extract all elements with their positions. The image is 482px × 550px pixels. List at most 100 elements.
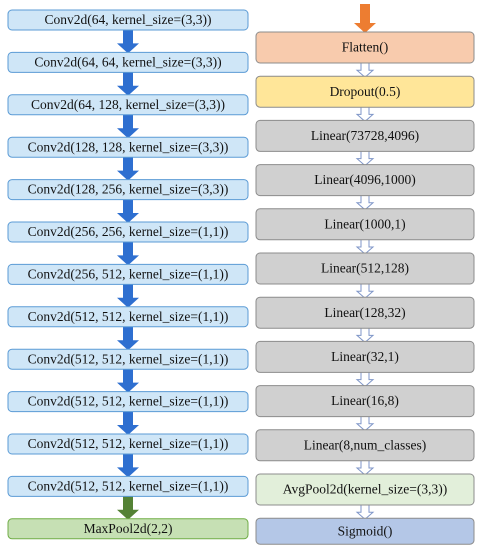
conv-layer-box: [7, 306, 249, 328]
down-arrow-icon: [117, 283, 139, 308]
dense-layer: Linear(32,1): [255, 340, 475, 373]
dense-layer: Linear(512,128): [255, 252, 475, 285]
hollow-down-arrow-icon: [355, 61, 375, 78]
conv-layer: Conv2d(128, 256, kernel_size=(3,3)): [7, 179, 249, 201]
conv-layer: Conv2d(256, 256, kernel_size=(1,1)): [7, 221, 249, 243]
dense-layer-label: Linear(512,128): [321, 261, 409, 276]
down-arrow-icon: [117, 325, 139, 351]
dense-layer-box: [255, 75, 475, 108]
maxpool-layer: MaxPool2d(2,2): [7, 518, 249, 540]
hollow-down-arrow-icon: [355, 105, 375, 123]
down-arrow-icon: [117, 198, 139, 223]
input-arrow-icon: [354, 4, 376, 33]
conv-layer-box: [7, 51, 249, 73]
down-arrow-icon: [117, 410, 139, 435]
hollow-down-arrow-icon: [355, 370, 375, 388]
dense-layer: Linear(1000,1): [255, 208, 475, 241]
conv-layer-label: Conv2d(256, 512, kernel_size=(1,1)): [28, 266, 229, 281]
conv-layer-box: [7, 179, 249, 201]
dense-layer-box: [255, 340, 475, 373]
conv-layer-box: [7, 9, 249, 31]
dense-layer: Dropout(0.5): [255, 75, 475, 108]
conv-layer-label: Conv2d(512, 512, kernel_size=(1,1)): [28, 351, 229, 366]
conv-layer-label: Conv2d(64, kernel_size=(3,3)): [45, 12, 212, 27]
dense-layer-box: [255, 31, 475, 64]
conv-layer-box: [7, 391, 249, 413]
maxpool-layer-box: [7, 518, 249, 540]
conv-layer-label: Conv2d(64, 128, kernel_size=(3,3)): [31, 97, 225, 112]
conv-layer: Conv2d(64, 64, kernel_size=(3,3)): [7, 51, 249, 73]
dense-layer-box: [255, 252, 475, 285]
down-arrow-icon: [117, 368, 139, 393]
dense-layer: Linear(4096,1000): [255, 164, 475, 197]
hollow-down-arrow-icon: [355, 238, 375, 255]
conv-layer: Conv2d(512, 512, kernel_size=(1,1)): [7, 306, 249, 328]
dense-layer: AvgPool2d(kernel_size=(3,3)): [255, 473, 475, 506]
hollow-down-arrow-icon: [355, 149, 375, 167]
conv-layer-box: [7, 348, 249, 370]
boxes-layer: Conv2d(64, kernel_size=(3,3)) Conv2d(64, …: [7, 9, 475, 545]
dense-layer-label: Linear(73728,4096): [311, 128, 419, 143]
conv-layer: Conv2d(512, 512, kernel_size=(1,1)): [7, 348, 249, 370]
dense-layer-box: [255, 119, 475, 152]
conv-layer: Conv2d(128, 128, kernel_size=(3,3)): [7, 136, 249, 158]
down-arrow-icon: [117, 453, 139, 478]
conv-layer-box: [7, 94, 249, 116]
conv-layer: Conv2d(256, 512, kernel_size=(1,1)): [7, 263, 249, 285]
dense-layer-label: Linear(32,1): [331, 349, 399, 364]
hollow-down-arrow-icon: [355, 459, 375, 476]
dense-layer: Sigmoid(): [255, 517, 475, 545]
conv-layer-box: [7, 136, 249, 158]
maxpool-layer-label: MaxPool2d(2,2): [84, 521, 173, 536]
conv-layer-label: Conv2d(512, 512, kernel_size=(1,1)): [28, 436, 229, 451]
hollow-down-arrow-icon: [355, 326, 375, 344]
conv-layer-box: [7, 433, 249, 455]
dense-layer-label: Dropout(0.5): [330, 84, 401, 99]
down-arrow-icon: [117, 156, 139, 181]
dense-layer-box: [255, 208, 475, 241]
dense-layer: Flatten(): [255, 31, 475, 64]
conv-layer-label: Conv2d(128, 256, kernel_size=(3,3)): [28, 182, 229, 197]
dense-layer-label: Sigmoid(): [338, 523, 393, 538]
hollow-down-arrow-icon: [355, 415, 375, 432]
down-arrow-icon: [117, 29, 139, 54]
dense-layer-box: [255, 296, 475, 329]
conv-layer-label: Conv2d(128, 128, kernel_size=(3,3)): [28, 139, 229, 154]
dense-layer: Linear(73728,4096): [255, 119, 475, 152]
conv-layer-label: Conv2d(512, 512, kernel_size=(1,1)): [28, 309, 229, 324]
dense-layer: Linear(8,num_classes): [255, 429, 475, 462]
dense-layer-box: [255, 473, 475, 506]
down-arrow-icon: [117, 241, 139, 266]
dense-layer-label: Linear(4096,1000): [314, 172, 416, 187]
conv-layer: Conv2d(512, 512, kernel_size=(1,1)): [7, 391, 249, 413]
down-arrow-icon: [117, 495, 139, 520]
dense-layer-label: Linear(1000,1): [324, 216, 405, 231]
hollow-down-arrow-icon: [355, 282, 375, 299]
conv-layer-label: Conv2d(512, 512, kernel_size=(1,1)): [28, 478, 229, 493]
dense-layer: Linear(16,8): [255, 385, 475, 418]
dense-layer-box: [255, 429, 475, 462]
down-arrow-icon: [117, 71, 139, 96]
dense-layer-label: Flatten(): [342, 40, 389, 55]
dense-layer-box: [255, 385, 475, 418]
hollow-down-arrow-icon: [355, 503, 375, 520]
conv-layer-box: [7, 475, 249, 497]
conv-layer: Conv2d(512, 512, kernel_size=(1,1)): [7, 433, 249, 455]
hollow-down-arrow-icon: [355, 194, 375, 211]
conv-layer-box: [7, 263, 249, 285]
conv-layer-label: Conv2d(256, 256, kernel_size=(1,1)): [28, 224, 229, 239]
conv-layer: Conv2d(64, 128, kernel_size=(3,3)): [7, 94, 249, 116]
down-arrow-icon: [117, 113, 139, 139]
dense-layer: Linear(128,32): [255, 296, 475, 329]
dense-layer-label: Linear(8,num_classes): [304, 437, 427, 452]
conv-layer: Conv2d(512, 512, kernel_size=(1,1)): [7, 475, 249, 497]
conv-layer-box: [7, 221, 249, 243]
dense-layer-box: [255, 517, 475, 545]
dense-layer-label: Linear(16,8): [331, 393, 399, 408]
dense-layer-box: [255, 164, 475, 197]
dense-layer-label: Linear(128,32): [324, 305, 405, 320]
conv-layer: Conv2d(64, kernel_size=(3,3)): [7, 9, 249, 31]
conv-layer-label: Conv2d(512, 512, kernel_size=(1,1)): [28, 394, 229, 409]
conv-layer-label: Conv2d(64, 64, kernel_size=(3,3)): [34, 54, 221, 69]
